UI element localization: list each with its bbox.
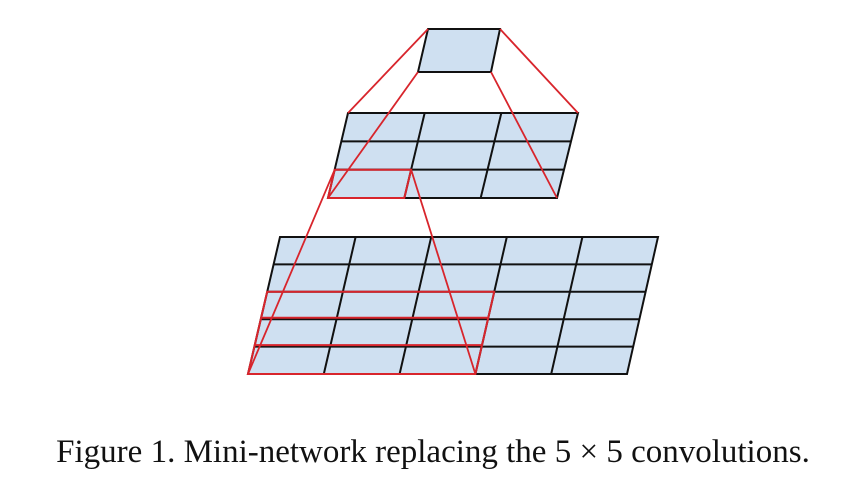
output-layer-cell	[416, 28, 502, 73]
caption-math-5b: 5	[606, 434, 623, 470]
link-hidden-to-input-right	[410, 169, 477, 375]
input-grid-col-line	[550, 236, 584, 375]
caption-text-prefix: Figure 1. Mini-network replacing the	[56, 434, 555, 470]
hidden-layer-grid	[326, 112, 580, 199]
hidden-grid-fill	[326, 112, 580, 199]
mini-network-diagram	[246, 28, 660, 375]
figure-caption: Figure 1. Mini-network replacing the 5 ×…	[0, 434, 866, 471]
caption-times-symbol: ×	[579, 434, 599, 470]
link-output-to-hidden-right-outer	[490, 71, 558, 199]
hidden-target-cell-box	[326, 168, 413, 199]
link-hidden-to-input-left	[247, 169, 336, 375]
hidden-grid-col-line	[479, 112, 503, 199]
caption-text-suffix: convolutions.	[622, 434, 810, 470]
link-output-to-hidden-left-outer	[327, 71, 419, 199]
input-grid-col-line	[398, 236, 433, 375]
caption-math-5a: 5	[554, 434, 572, 470]
output-grid-fill	[416, 28, 502, 73]
link-output-to-hidden-left-top	[347, 28, 429, 114]
input-grid-col-line	[322, 236, 357, 375]
link-output-to-hidden-right-top	[499, 28, 579, 114]
receptive-field-links	[246, 28, 579, 375]
